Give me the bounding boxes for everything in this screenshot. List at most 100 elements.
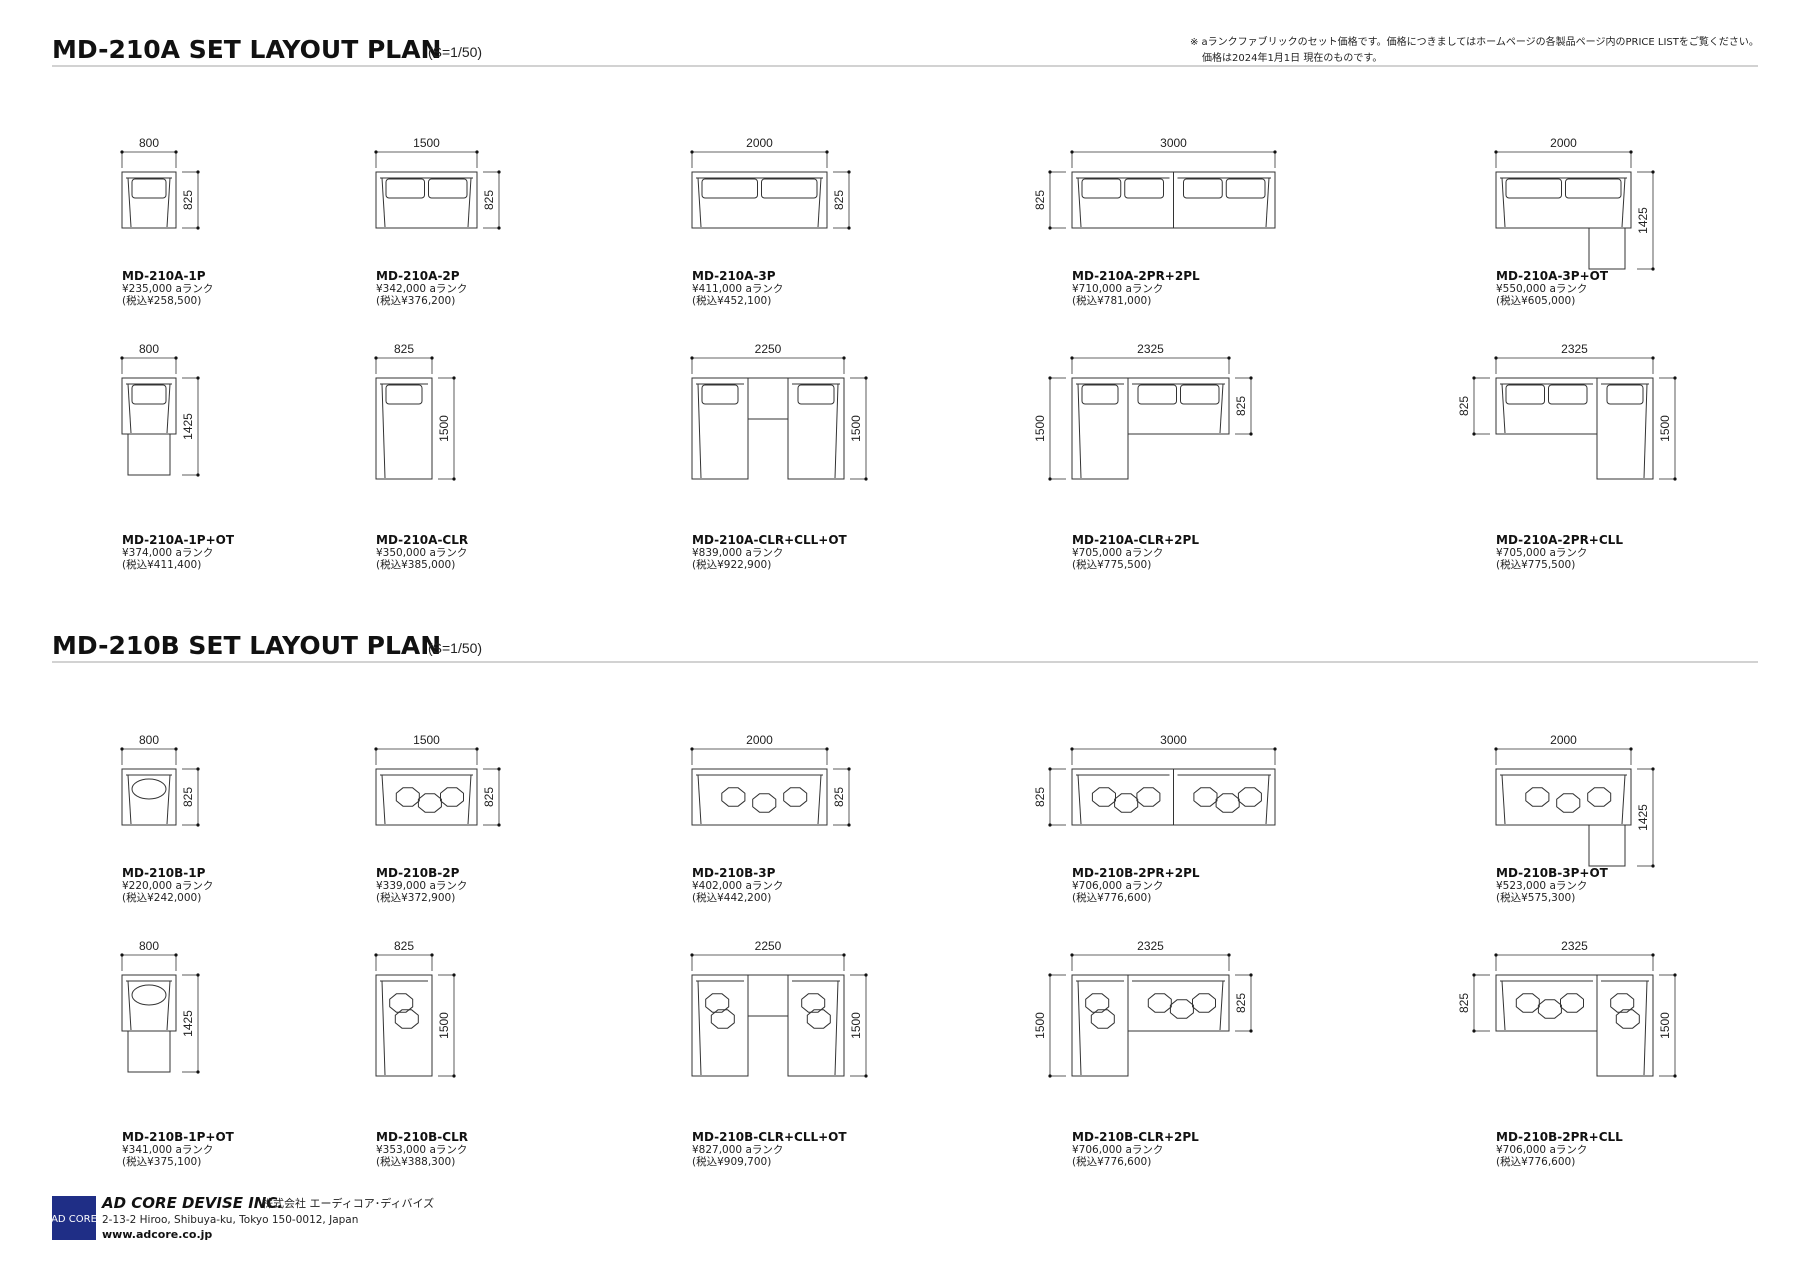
dimension-tick	[452, 477, 456, 481]
dimension-tick	[864, 1074, 868, 1078]
dimension-tick	[1048, 226, 1052, 230]
dimension-tick	[174, 150, 178, 154]
model-name: MD-210A-CLR+2PL	[1072, 533, 1199, 547]
dimension-tick	[864, 973, 868, 977]
dimension-tick	[1673, 1074, 1677, 1078]
sofa-outline	[1071, 171, 1174, 229]
sofa-outline	[121, 768, 177, 826]
throw-pillow	[1193, 787, 1218, 807]
dimension-tick	[497, 767, 501, 771]
dimension-tick	[196, 226, 200, 230]
depth-dimension: 1500	[849, 1012, 863, 1039]
sofa-outline	[121, 171, 177, 229]
ottoman	[127, 433, 171, 476]
dimension-tick	[120, 356, 124, 360]
depth-dimension: 825	[482, 787, 496, 807]
dimension-tick	[196, 1070, 200, 1074]
chaise-outline	[1596, 377, 1654, 480]
width-dimension: 800	[139, 733, 159, 747]
dimension-tick	[374, 747, 378, 751]
round-cushion	[131, 984, 167, 1006]
arm-right	[467, 774, 472, 825]
throw-pillow	[394, 1009, 419, 1029]
logo-box	[52, 1196, 96, 1240]
tax-price-label: (税込¥781,000)	[1072, 294, 1151, 307]
depth-dimension: 1500	[437, 1012, 451, 1039]
dimension-tick	[1673, 376, 1677, 380]
depth-dimension: 1425	[1636, 804, 1650, 831]
sofa-outline	[1495, 377, 1598, 435]
sofa-outline	[1071, 768, 1174, 826]
tax-price-label: (税込¥776,600)	[1072, 1155, 1151, 1168]
width-dimension: 800	[139, 342, 159, 356]
seat-cushion	[1183, 178, 1223, 199]
depth-dimension: 825	[832, 190, 846, 210]
model-name: MD-210A-CLR	[376, 533, 468, 547]
dimension-tick	[452, 973, 456, 977]
dimension-tick	[174, 953, 178, 957]
dimension-tick	[1673, 477, 1677, 481]
seat-cushion	[1225, 178, 1266, 199]
throw-pillow	[1085, 993, 1110, 1013]
dimension-tick	[1629, 747, 1633, 751]
tax-price-label: (税込¥442,200)	[692, 891, 771, 904]
width-dimension: 2325	[1137, 939, 1164, 953]
dimension-tick	[1494, 356, 1498, 360]
throw-pillow	[710, 1009, 735, 1029]
dimension-tick	[1227, 953, 1231, 957]
section-b-header: MD-210B SET LAYOUT PLAN (S=1/50)	[52, 631, 1758, 663]
depth-dimension: 825	[1033, 787, 1047, 807]
depth-dimension: 1500	[1033, 415, 1047, 442]
dimension-tick	[1651, 170, 1655, 174]
throw-pillow	[1515, 993, 1540, 1013]
company-name: AD CORE DEVISE INC.	[101, 1194, 283, 1212]
ottoman	[747, 974, 789, 1017]
sofa-outline	[375, 171, 478, 229]
arm-left	[381, 980, 386, 1076]
arm-right	[1265, 774, 1270, 825]
depth-dimension: 1500	[1658, 1012, 1672, 1039]
company-logo: AD CORE	[51, 1196, 97, 1240]
dimension-tick	[497, 170, 501, 174]
tax-price-label: (税込¥776,600)	[1496, 1155, 1575, 1168]
dimension-tick	[196, 170, 200, 174]
dimension-tick	[1651, 864, 1655, 868]
arm-left	[697, 177, 702, 228]
dimension-tick	[120, 747, 124, 751]
seat-cushion	[1505, 178, 1562, 199]
sofa-outline	[1173, 171, 1276, 229]
price-label: ¥339,000 aランク	[376, 880, 467, 892]
dimension-tick	[120, 150, 124, 154]
section-b-title: MD-210B SET LAYOUT PLAN	[52, 631, 441, 660]
tax-price-label: (税込¥775,500)	[1072, 558, 1151, 571]
width-dimension: 2000	[746, 136, 773, 150]
tax-price-label: (税込¥452,100)	[692, 294, 771, 307]
tax-price-label: (税込¥776,600)	[1072, 891, 1151, 904]
dimension-tick	[690, 747, 694, 751]
arm-left	[1501, 980, 1506, 1031]
dimension-tick	[374, 953, 378, 957]
tax-price-label: (税込¥385,000)	[376, 558, 455, 571]
dimension-tick	[1494, 747, 1498, 751]
company-name-jp: 株式会社 エーディコア･ディバイズ	[262, 1196, 434, 1210]
arm-right	[1643, 980, 1648, 1076]
model-name: MD-210B-CLR+2PL	[1072, 1130, 1199, 1144]
arm-left	[381, 177, 386, 228]
dimension-tick	[1494, 953, 1498, 957]
dimension-tick	[1273, 150, 1277, 154]
width-dimension: 3000	[1160, 733, 1187, 747]
logo-text: AD CORE	[51, 1214, 97, 1225]
dimension-tick	[1070, 953, 1074, 957]
section-a-title: MD-210A SET LAYOUT PLAN	[52, 35, 441, 64]
round-cushion	[131, 778, 167, 800]
price-label: ¥353,000 aランク	[376, 1144, 467, 1156]
arm-right	[834, 980, 839, 1076]
model-name: MD-210A-1P+OT	[122, 533, 235, 547]
model-name: MD-210B-3P+OT	[1496, 866, 1609, 880]
depth-dimension: 1425	[181, 413, 195, 440]
arm-left	[1077, 980, 1082, 1076]
